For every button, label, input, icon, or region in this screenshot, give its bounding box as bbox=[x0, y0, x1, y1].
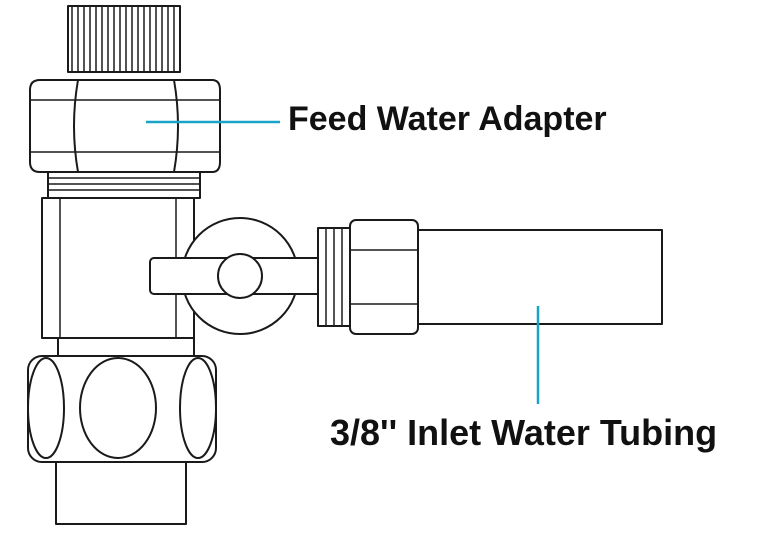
inlet-water-tubing-label: 3/8'' Inlet Water Tubing bbox=[330, 412, 718, 453]
bottom-pipe bbox=[55, 461, 187, 525]
shutoff-valve bbox=[149, 217, 331, 335]
feed-water-adapter-label: Feed Water Adapter bbox=[288, 100, 607, 138]
inlet-tubing bbox=[417, 229, 663, 325]
top-thread bbox=[67, 5, 181, 73]
side-connector bbox=[317, 219, 419, 335]
middle-thread bbox=[47, 171, 201, 199]
upper-hex-nut bbox=[29, 79, 221, 173]
bottom-compression-nut bbox=[27, 337, 217, 463]
